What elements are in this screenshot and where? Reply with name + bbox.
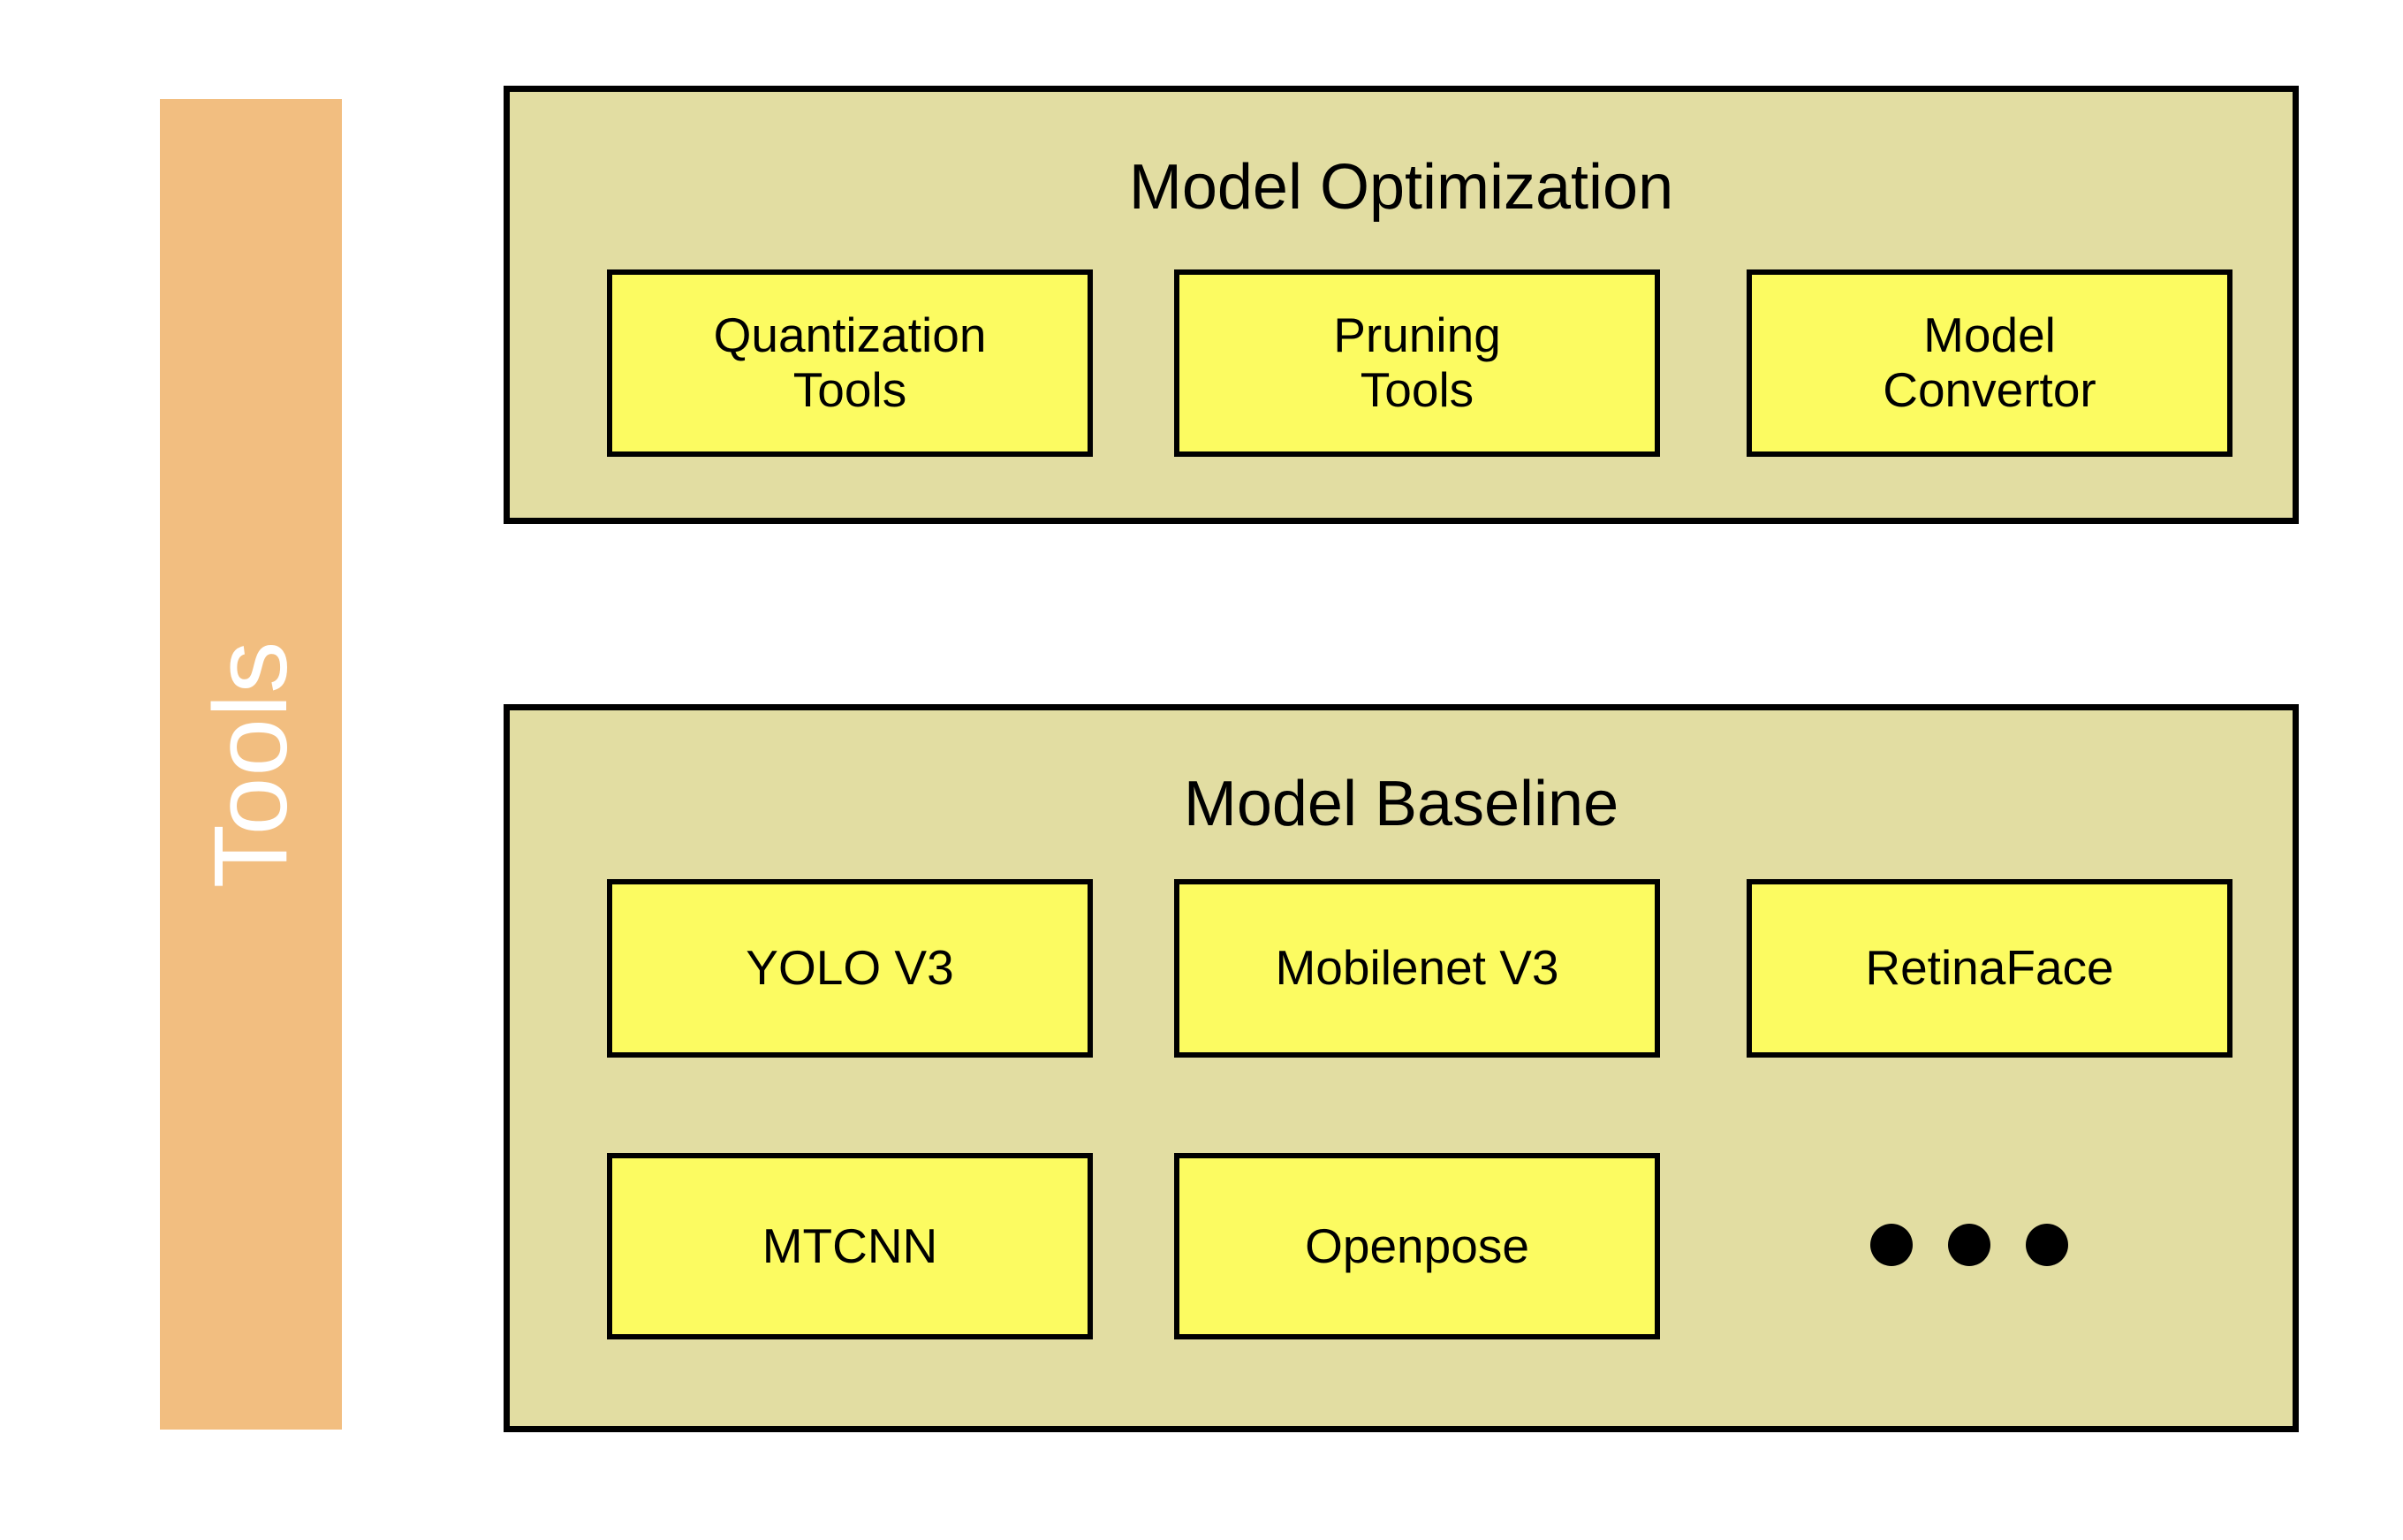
node-model-convertor[interactable]: Model Convertor bbox=[1747, 269, 2232, 457]
ellipsis-dot-icon bbox=[1870, 1224, 1913, 1266]
ellipsis-dot-icon bbox=[2026, 1224, 2068, 1266]
panel-model-baseline-title: Model Baseline bbox=[1183, 769, 1619, 839]
node-mtcnn[interactable]: MTCNN bbox=[607, 1153, 1093, 1339]
node-yolo-v3[interactable]: YOLO V3 bbox=[607, 879, 1093, 1058]
node-openpose[interactable]: Openpose bbox=[1174, 1153, 1660, 1339]
sidebar-tools-label: Tools bbox=[193, 640, 309, 889]
node-retinaface[interactable]: RetinaFace bbox=[1747, 879, 2232, 1058]
panel-model-optimization-title: Model Optimization bbox=[1128, 152, 1674, 223]
node-quantization-tools[interactable]: Quantization Tools bbox=[607, 269, 1093, 457]
node-mobilenet-v3[interactable]: Mobilenet V3 bbox=[1174, 879, 1660, 1058]
sidebar-tools-band: Tools bbox=[160, 99, 342, 1430]
ellipsis-more-models bbox=[1870, 1205, 2171, 1285]
panel-model-baseline: Model Baseline YOLO V3 Mobilenet V3 Reti… bbox=[504, 704, 2299, 1432]
panel-model-optimization: Model Optimization Quantization Tools Pr… bbox=[504, 86, 2299, 524]
node-pruning-tools[interactable]: Pruning Tools bbox=[1174, 269, 1660, 457]
ellipsis-dot-icon bbox=[1948, 1224, 1990, 1266]
